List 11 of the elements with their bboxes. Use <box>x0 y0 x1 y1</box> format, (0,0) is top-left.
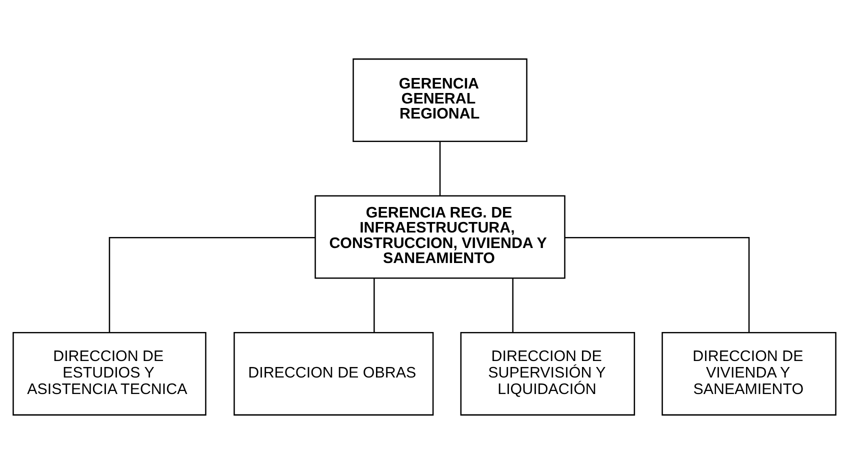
node-box: DIRECCION DE SUPERVISIÓN Y LIQUIDACIÓN <box>460 332 636 416</box>
node-box: GERENCIA REG. DE INFRAESTRUCTURA, CONSTRUCCION, VIVIENDA Y SANEAMIENTO <box>314 195 566 279</box>
node-box: DIRECCION DE VIVIENDA Y SANEAMIENTO <box>662 332 836 416</box>
connector <box>374 278 375 332</box>
node-box: DIRECCION DE OBRAS <box>234 332 434 416</box>
connector <box>108 237 316 333</box>
connector <box>439 142 441 196</box>
connector <box>512 278 514 332</box>
connector <box>564 237 750 333</box>
node-box: DIRECCION DE ESTUDIOS Y ASISTENCIA TECNICA <box>12 332 206 416</box>
node-box: GERENCIA GENERAL REGIONAL <box>352 58 528 142</box>
